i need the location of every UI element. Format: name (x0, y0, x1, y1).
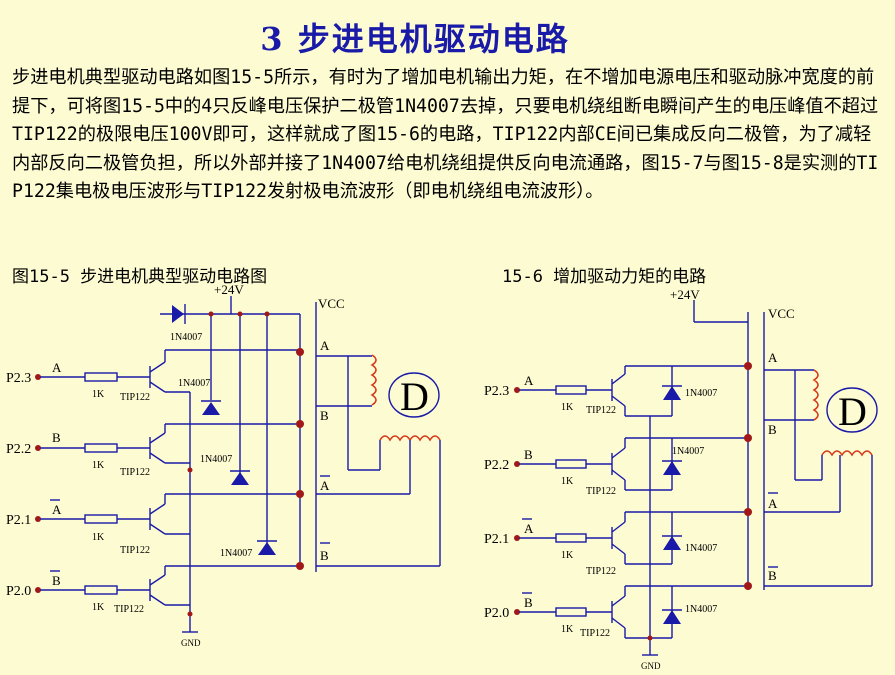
right-phase-label: B (524, 595, 533, 610)
right-resistor-label: 1K (561, 402, 574, 413)
left-phase-label: B (52, 573, 61, 588)
left-diode-label: 1N4007 (178, 378, 210, 389)
right-stage-4: P2.0 B 1K TIP122 1N4007 B (484, 566, 778, 639)
right-resistor-label: 1K (561, 550, 574, 561)
left-stage-4: P2.0 B 1K TIP122 B (6, 542, 330, 615)
left-stage-2: P2.2 B 1K TIP122 B (6, 408, 329, 478)
description-paragraph: 步进电机典型驱动电路如图15-5所示，有时为了增加电机输出力矩，在不增加电源电压… (12, 67, 879, 202)
page-title: 3 步进电机驱动电路 (260, 20, 570, 58)
right-transistor-label: TIP122 (586, 405, 616, 416)
left-diode-2 (230, 470, 250, 485)
left-diode-label: 1N4007 (220, 548, 252, 559)
right-transistor-label: TIP122 (586, 486, 616, 497)
right-supply-label: +24V (670, 287, 700, 302)
left-terminal-label: B (320, 408, 329, 423)
left-top-diode (172, 304, 186, 324)
left-terminal-label: B (320, 548, 329, 563)
right-transistor-label: TIP122 (580, 628, 610, 639)
left-top-diode-label: 1N4007 (170, 332, 202, 343)
right-phase-label: A (524, 521, 534, 536)
right-phase-label: B (524, 447, 533, 462)
left-stage-3: P2.1 A 1K TIP122 A (6, 475, 330, 556)
left-resistor-label: 1K (92, 602, 105, 613)
right-port-label: P2.2 (484, 458, 509, 473)
left-gnd-label: GND (181, 638, 201, 648)
left-vcc-label: VCC (318, 296, 345, 311)
right-transistor-label: TIP122 (586, 566, 616, 577)
right-stage-2: P2.2 B 1K TIP122 1N4007 B (484, 422, 777, 497)
left-stage-1: P2.3 A 1K TIP122 A (6, 338, 330, 403)
left-terminal-label: A (320, 338, 330, 353)
right-port-label: P2.0 (484, 606, 509, 621)
circuit-fig-15-6: +24V VCC P2.3 A 1K TIP122 1N4007 (484, 287, 878, 671)
right-port-label: P2.1 (484, 532, 509, 547)
right-stage-1: P2.3 A 1K TIP122 1N4007 A (484, 350, 778, 417)
left-resistor-label: 1K (92, 532, 105, 543)
left-resistor-label: 1K (92, 460, 105, 471)
right-terminal-label: A (768, 350, 778, 365)
right-resistor-label: 1K (561, 624, 574, 635)
left-transistor-label: TIP122 (120, 392, 150, 403)
left-diode-label: 1N4007 (200, 454, 232, 465)
left-motor-label: D (400, 374, 429, 419)
right-diode-label: 1N4007 (685, 388, 717, 399)
right-motor-label: D (838, 389, 867, 434)
left-phase-label: A (52, 502, 62, 517)
left-transistor-label: TIP122 (120, 545, 150, 556)
right-terminal-label: B (768, 422, 777, 437)
left-port-label: P2.0 (6, 584, 31, 599)
right-resistor-label: 1K (561, 476, 574, 487)
caption-fig-15-5: 图15-5 步进电机典型驱动电路图 (12, 267, 268, 287)
right-diode-label: 1N4007 (685, 543, 717, 554)
right-phase-label: A (524, 373, 534, 388)
right-vcc-label: VCC (768, 306, 795, 321)
left-port-label: P2.2 (6, 442, 31, 457)
left-transistor-label: TIP122 (120, 467, 150, 478)
right-stage-3: P2.1 A 1K TIP122 1N4007 A (484, 492, 778, 577)
left-supply-label: +24V (214, 282, 244, 297)
left-phase-label: A (52, 360, 62, 375)
right-terminal-label: B (768, 568, 777, 583)
circuit-fig-15-5: +24V 1N4007 VCC P2.3 A 1K (6, 282, 441, 648)
right-terminal-label: A (768, 496, 778, 511)
right-gnd-label: GND (641, 661, 661, 671)
left-resistor-label: 1K (92, 389, 105, 400)
left-phase-label: B (52, 430, 61, 445)
right-diode-label: 1N4007 (685, 604, 717, 615)
left-diode-1 (201, 400, 221, 415)
left-port-label: P2.1 (6, 513, 31, 528)
left-port-label: P2.3 (6, 371, 31, 386)
right-diode-label: 1N4007 (672, 446, 704, 457)
caption-fig-15-6: 15-6 增加驱动力矩的电路 (502, 267, 707, 287)
right-port-label: P2.3 (484, 384, 509, 399)
left-diode-3 (257, 540, 277, 555)
left-transistor-label: TIP122 (114, 604, 144, 615)
left-terminal-label: A (320, 478, 330, 493)
